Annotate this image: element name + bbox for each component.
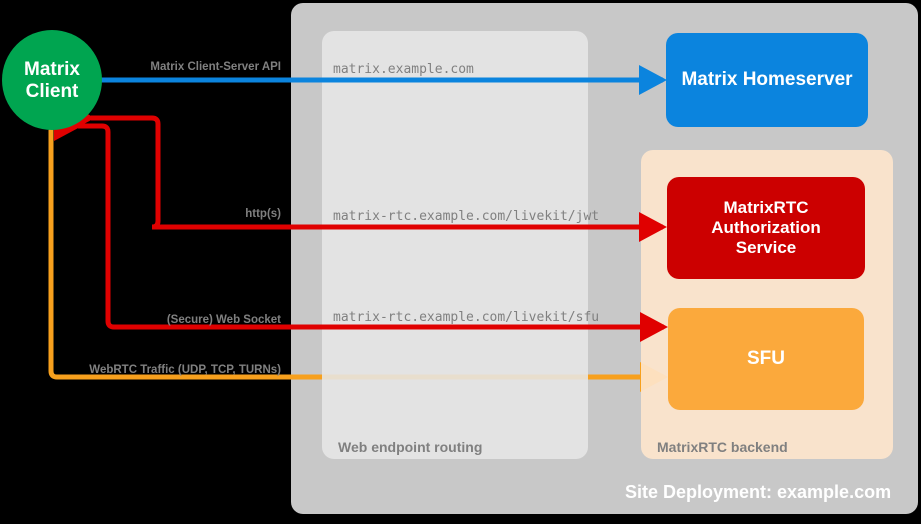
node-matrix-homeserver[interactable] bbox=[666, 33, 868, 127]
edge-sfu-ws-path bbox=[54, 111, 669, 342]
caption-web-endpoint-routing: Web endpoint routing bbox=[338, 439, 483, 455]
edge-label-webrtc: WebRTC Traffic (UDP, TCP, TURNs) bbox=[89, 364, 281, 376]
edge-label-sfu-ws: (Secure) Web Socket bbox=[166, 314, 281, 326]
edges-under-panels bbox=[36, 106, 669, 392]
endpoint-url-jwt: matrix-rtc.example.com/livekit/jwt bbox=[333, 209, 600, 224]
node-matrix-client[interactable] bbox=[2, 30, 102, 130]
edges-over-panels bbox=[54, 65, 669, 342]
node-matrixrtc-authorization-service[interactable] bbox=[667, 177, 865, 279]
edge-label-cs-api: Matrix Client-Server API bbox=[150, 61, 281, 73]
caption-matrixrtc-backend: MatrixRTC backend bbox=[657, 439, 788, 455]
container-web-endpoint-routing bbox=[322, 31, 588, 459]
endpoint-url-sfu-ws: matrix-rtc.example.com/livekit/sfu bbox=[333, 310, 600, 325]
edge-webrtc-path bbox=[36, 106, 669, 392]
endpoint-url-cs-api: matrix.example.com bbox=[333, 62, 474, 77]
node-sfu[interactable] bbox=[668, 308, 864, 410]
edge-label-jwt: http(s) bbox=[245, 208, 281, 220]
caption-site-deployment: Site Deployment: example.com bbox=[625, 482, 892, 502]
